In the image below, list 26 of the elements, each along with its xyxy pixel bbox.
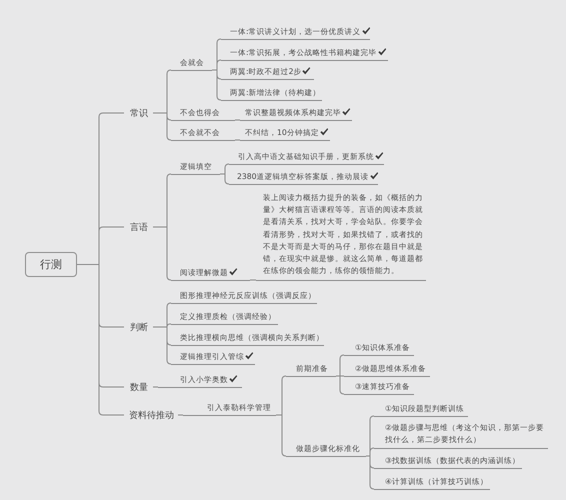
main-topic: 言语 xyxy=(124,220,153,234)
connector-line xyxy=(76,264,124,416)
connector-line xyxy=(152,326,172,364)
subtopic xyxy=(229,170,378,184)
subtopic xyxy=(229,150,384,164)
connector-line xyxy=(276,414,286,456)
connector-line xyxy=(212,70,222,100)
connector-line xyxy=(178,414,184,416)
main-topic: 判断 xyxy=(124,320,153,334)
subtopic xyxy=(158,374,242,388)
main-topic: 资料待推动 xyxy=(124,408,178,422)
main-topic: 常识 xyxy=(124,106,153,120)
connector-line xyxy=(336,376,344,394)
connector-line xyxy=(152,112,172,140)
subtopic xyxy=(221,26,370,40)
subtopic xyxy=(221,46,388,60)
central-topic-box: 行测 xyxy=(25,252,77,277)
connector-line xyxy=(220,174,230,184)
main-topic: 数量 xyxy=(124,380,153,394)
connector-line xyxy=(152,226,172,280)
subtopic xyxy=(171,266,250,280)
subtopic xyxy=(221,66,314,80)
subtopic xyxy=(240,126,330,140)
connector-line xyxy=(152,386,158,388)
subtopic xyxy=(171,350,255,364)
subtopic xyxy=(240,106,352,120)
